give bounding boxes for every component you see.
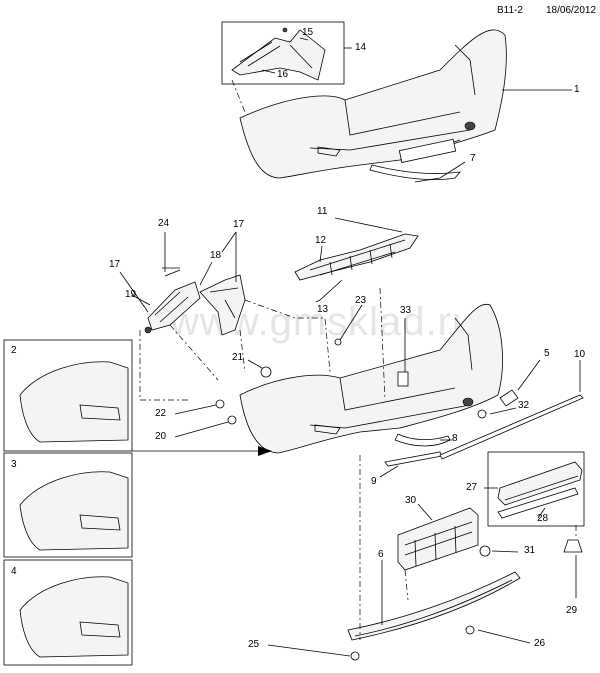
callout-25: 25 — [248, 639, 260, 650]
energy-absorber — [294, 233, 419, 281]
callout-15: 15 — [302, 27, 314, 38]
bumper-fascia-middle — [239, 303, 503, 454]
callout-32: 32 — [518, 400, 530, 411]
callout-12: 12 — [315, 235, 327, 246]
callout-8: 8 — [452, 433, 458, 444]
moulding — [439, 394, 584, 460]
fastener-31 — [479, 545, 491, 557]
callout-19: 19 — [125, 289, 137, 300]
sheet-code: B11-2 — [497, 5, 523, 16]
callout-17-left: 17 — [109, 259, 121, 270]
callout-2: 2 — [11, 345, 17, 356]
callout-9: 9 — [371, 476, 377, 487]
bracket-top — [231, 27, 326, 81]
fastener-32 — [477, 409, 487, 419]
plate-lamp-housing — [497, 461, 583, 519]
callout-10: 10 — [574, 349, 586, 360]
clip-29 — [563, 539, 583, 553]
lower-reinforcement — [397, 507, 479, 571]
callout-29: 29 — [566, 605, 578, 616]
callout-31: 31 — [524, 545, 536, 556]
callout-20: 20 — [155, 431, 167, 442]
callout-33: 33 — [400, 305, 412, 316]
callout-17-right: 17 — [233, 219, 245, 230]
callout-13: 13 — [317, 304, 329, 315]
sheet-date: 18/06/2012 — [546, 5, 597, 16]
side-bracket-right — [199, 274, 246, 336]
callout-26: 26 — [534, 638, 546, 649]
callout-3: 3 — [11, 459, 17, 470]
bracket-box — [221, 21, 345, 85]
cover — [499, 389, 519, 407]
variant-fascia-2 — [19, 361, 129, 443]
variant-panel-2 — [3, 339, 133, 452]
callout-4: 4 — [11, 566, 17, 577]
bumper-fascia-top — [239, 29, 507, 179]
callout-22: 22 — [155, 408, 167, 419]
variant-panel-4 — [3, 559, 133, 666]
callout-6: 6 — [378, 549, 384, 560]
callout-11: 11 — [317, 206, 328, 217]
callout-14: 14 — [355, 42, 367, 53]
fastener-22 — [215, 399, 225, 409]
callout-7: 7 — [470, 153, 476, 164]
fastener-25 — [350, 651, 360, 661]
step-pad-top — [369, 164, 461, 180]
variant-panel-3 — [3, 452, 133, 558]
side-bracket-left — [144, 269, 201, 334]
fastener-23 — [334, 338, 342, 346]
lamp-box — [487, 451, 585, 527]
clip-33 — [397, 371, 409, 387]
callout-1: 1 — [574, 84, 580, 95]
callout-23: 23 — [355, 295, 367, 306]
callout-5: 5 — [544, 348, 550, 359]
fastener-21 — [260, 366, 272, 378]
callout-27: 27 — [466, 482, 478, 493]
step-pad-middle — [394, 433, 451, 447]
callout-16: 16 — [277, 69, 289, 80]
leader-lines — [119, 37, 581, 657]
variant-arrowhead — [258, 446, 272, 456]
trim-strip — [384, 451, 443, 467]
lower-valance — [347, 571, 521, 641]
fastener-20 — [227, 415, 237, 425]
callout-18: 18 — [210, 250, 222, 261]
fastener-26 — [465, 625, 475, 635]
callout-30: 30 — [405, 495, 417, 506]
assembly-lines — [139, 79, 577, 640]
variant-fascia-4 — [19, 576, 129, 658]
variant-fascia-3 — [19, 471, 129, 551]
callout-24: 24 — [158, 218, 170, 229]
callout-21: 21 — [232, 352, 244, 363]
callout-28: 28 — [537, 513, 549, 524]
